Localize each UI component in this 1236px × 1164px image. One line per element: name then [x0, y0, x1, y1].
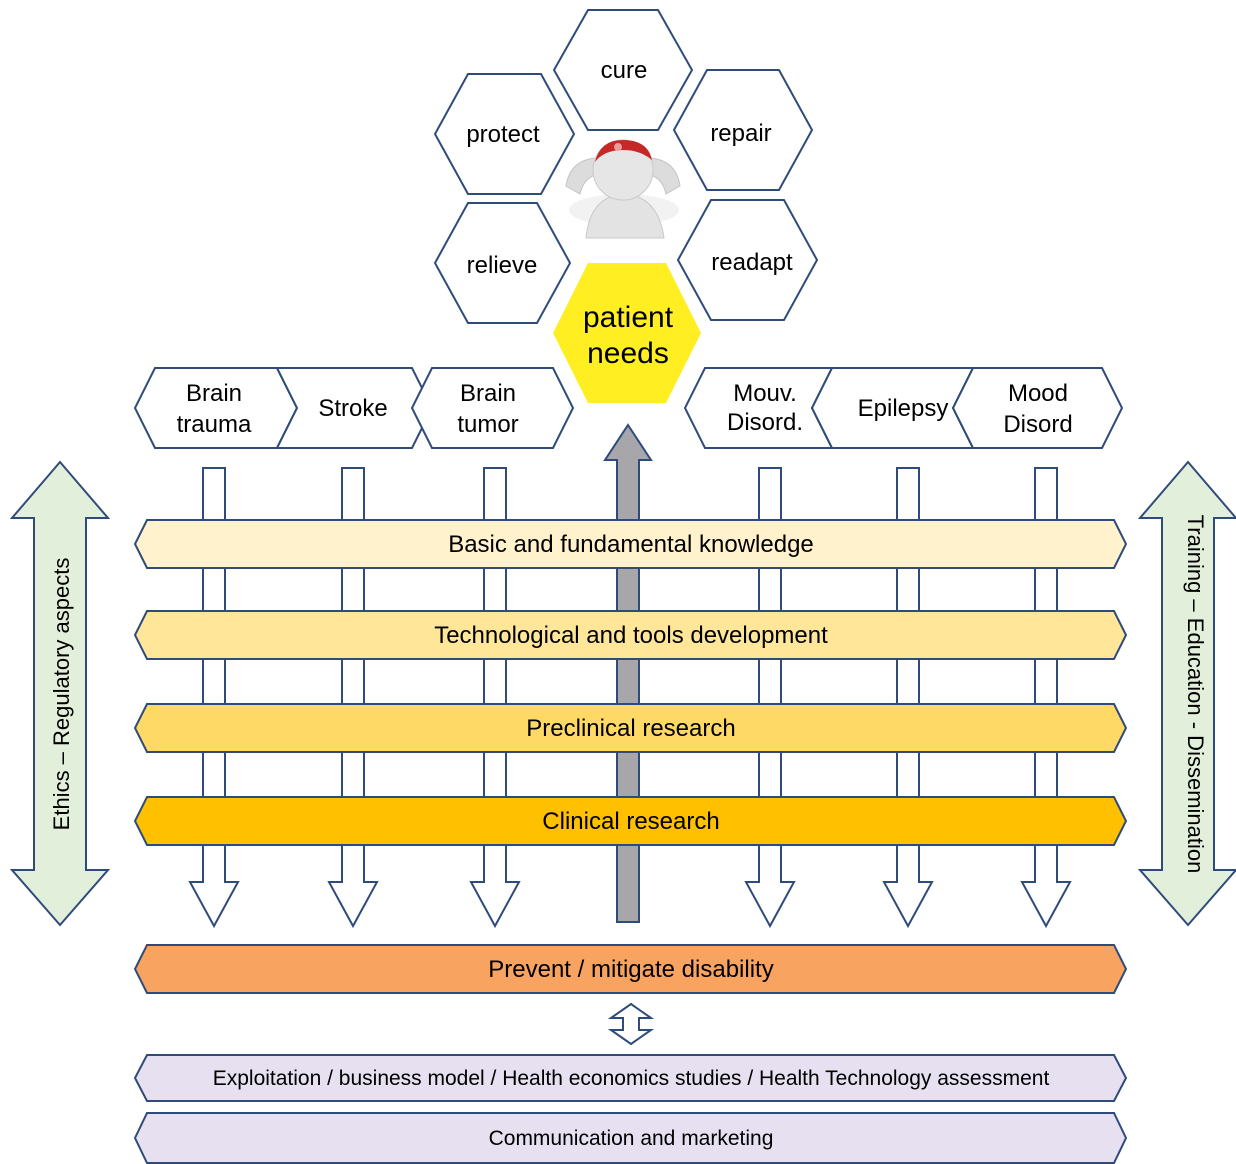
- disease-6-line2: Disord: [1003, 411, 1072, 438]
- disease-2-line1: Stroke: [318, 395, 387, 422]
- disease-brain-tumor: [410, 367, 575, 449]
- hex-readapt: [676, 199, 819, 321]
- band-basic-knowledge-label: Basic and fundamental knowledge: [448, 531, 814, 558]
- disease-5-line1: Epilepsy: [858, 395, 949, 422]
- exploitation-band: [133, 1054, 1128, 1102]
- exploitation-label: Exploitation / business model / Health e…: [213, 1067, 1050, 1090]
- double-arrow-icon: [607, 1002, 655, 1046]
- band-tools-development-label: Technological and tools development: [434, 622, 828, 649]
- hex-cure: [552, 9, 694, 131]
- hex-readapt-label: readapt: [711, 249, 793, 276]
- outcome-band: [133, 944, 1128, 994]
- hex-relieve: [433, 202, 572, 324]
- outcome-label: Prevent / mitigate disability: [488, 956, 773, 983]
- band-preclinical-label: Preclinical research: [526, 715, 735, 742]
- side-arrow-left: Ethics – Regulatory aspects: [9, 460, 111, 927]
- band-clinical-label: Clinical research: [542, 808, 719, 835]
- patient-needs-line1: patient: [583, 301, 674, 334]
- band-tools-development: [133, 610, 1128, 660]
- hex-repair: [672, 69, 814, 191]
- band-preclinical: [133, 703, 1128, 753]
- disease-4-line1: Mouv.: [733, 380, 797, 407]
- disease-labels: Brain trauma Stroke Brain tumor Mouv. Di…: [177, 380, 1073, 438]
- center-up-arrow: [603, 423, 653, 923]
- needs-honeycomb: cure protect repair relieve readapt pati…: [433, 9, 819, 403]
- communication-label: Communication and marketing: [489, 1127, 774, 1150]
- disease-4-line2: Disord.: [727, 409, 803, 436]
- disease-6-line1: Mood: [1008, 380, 1068, 407]
- hex-patient-needs: [553, 263, 701, 403]
- band-clinical: [133, 796, 1128, 846]
- research-bands: Basic and fundamental knowledge Technolo…: [133, 519, 1128, 846]
- disease-3-line1: Brain: [460, 380, 516, 407]
- side-label-training: Training – Education - Dissemination: [1183, 515, 1208, 874]
- patient-needs-line2: needs: [587, 337, 669, 370]
- band-basic-knowledge: [133, 519, 1128, 569]
- hex-protect: [433, 73, 576, 195]
- side-label-ethics: Ethics – Regulatory aspects: [49, 558, 74, 831]
- disease-stroke: [275, 367, 434, 449]
- communication-band: [133, 1112, 1128, 1164]
- disease-3-line2: tumor: [457, 411, 518, 438]
- disease-1-line2: trauma: [177, 411, 252, 438]
- hex-relieve-label: relieve: [467, 252, 538, 279]
- hex-protect-label: protect: [466, 121, 540, 148]
- disease-row: [133, 367, 1124, 449]
- side-arrow-right: Training – Education - Dissemination: [1137, 460, 1236, 927]
- disease-mood-disord: [951, 367, 1124, 449]
- hex-repair-label: repair: [710, 120, 771, 147]
- hex-cure-label: cure: [601, 57, 648, 84]
- disease-1-line1: Brain: [186, 380, 242, 407]
- patient-figure-icon: [565, 139, 681, 239]
